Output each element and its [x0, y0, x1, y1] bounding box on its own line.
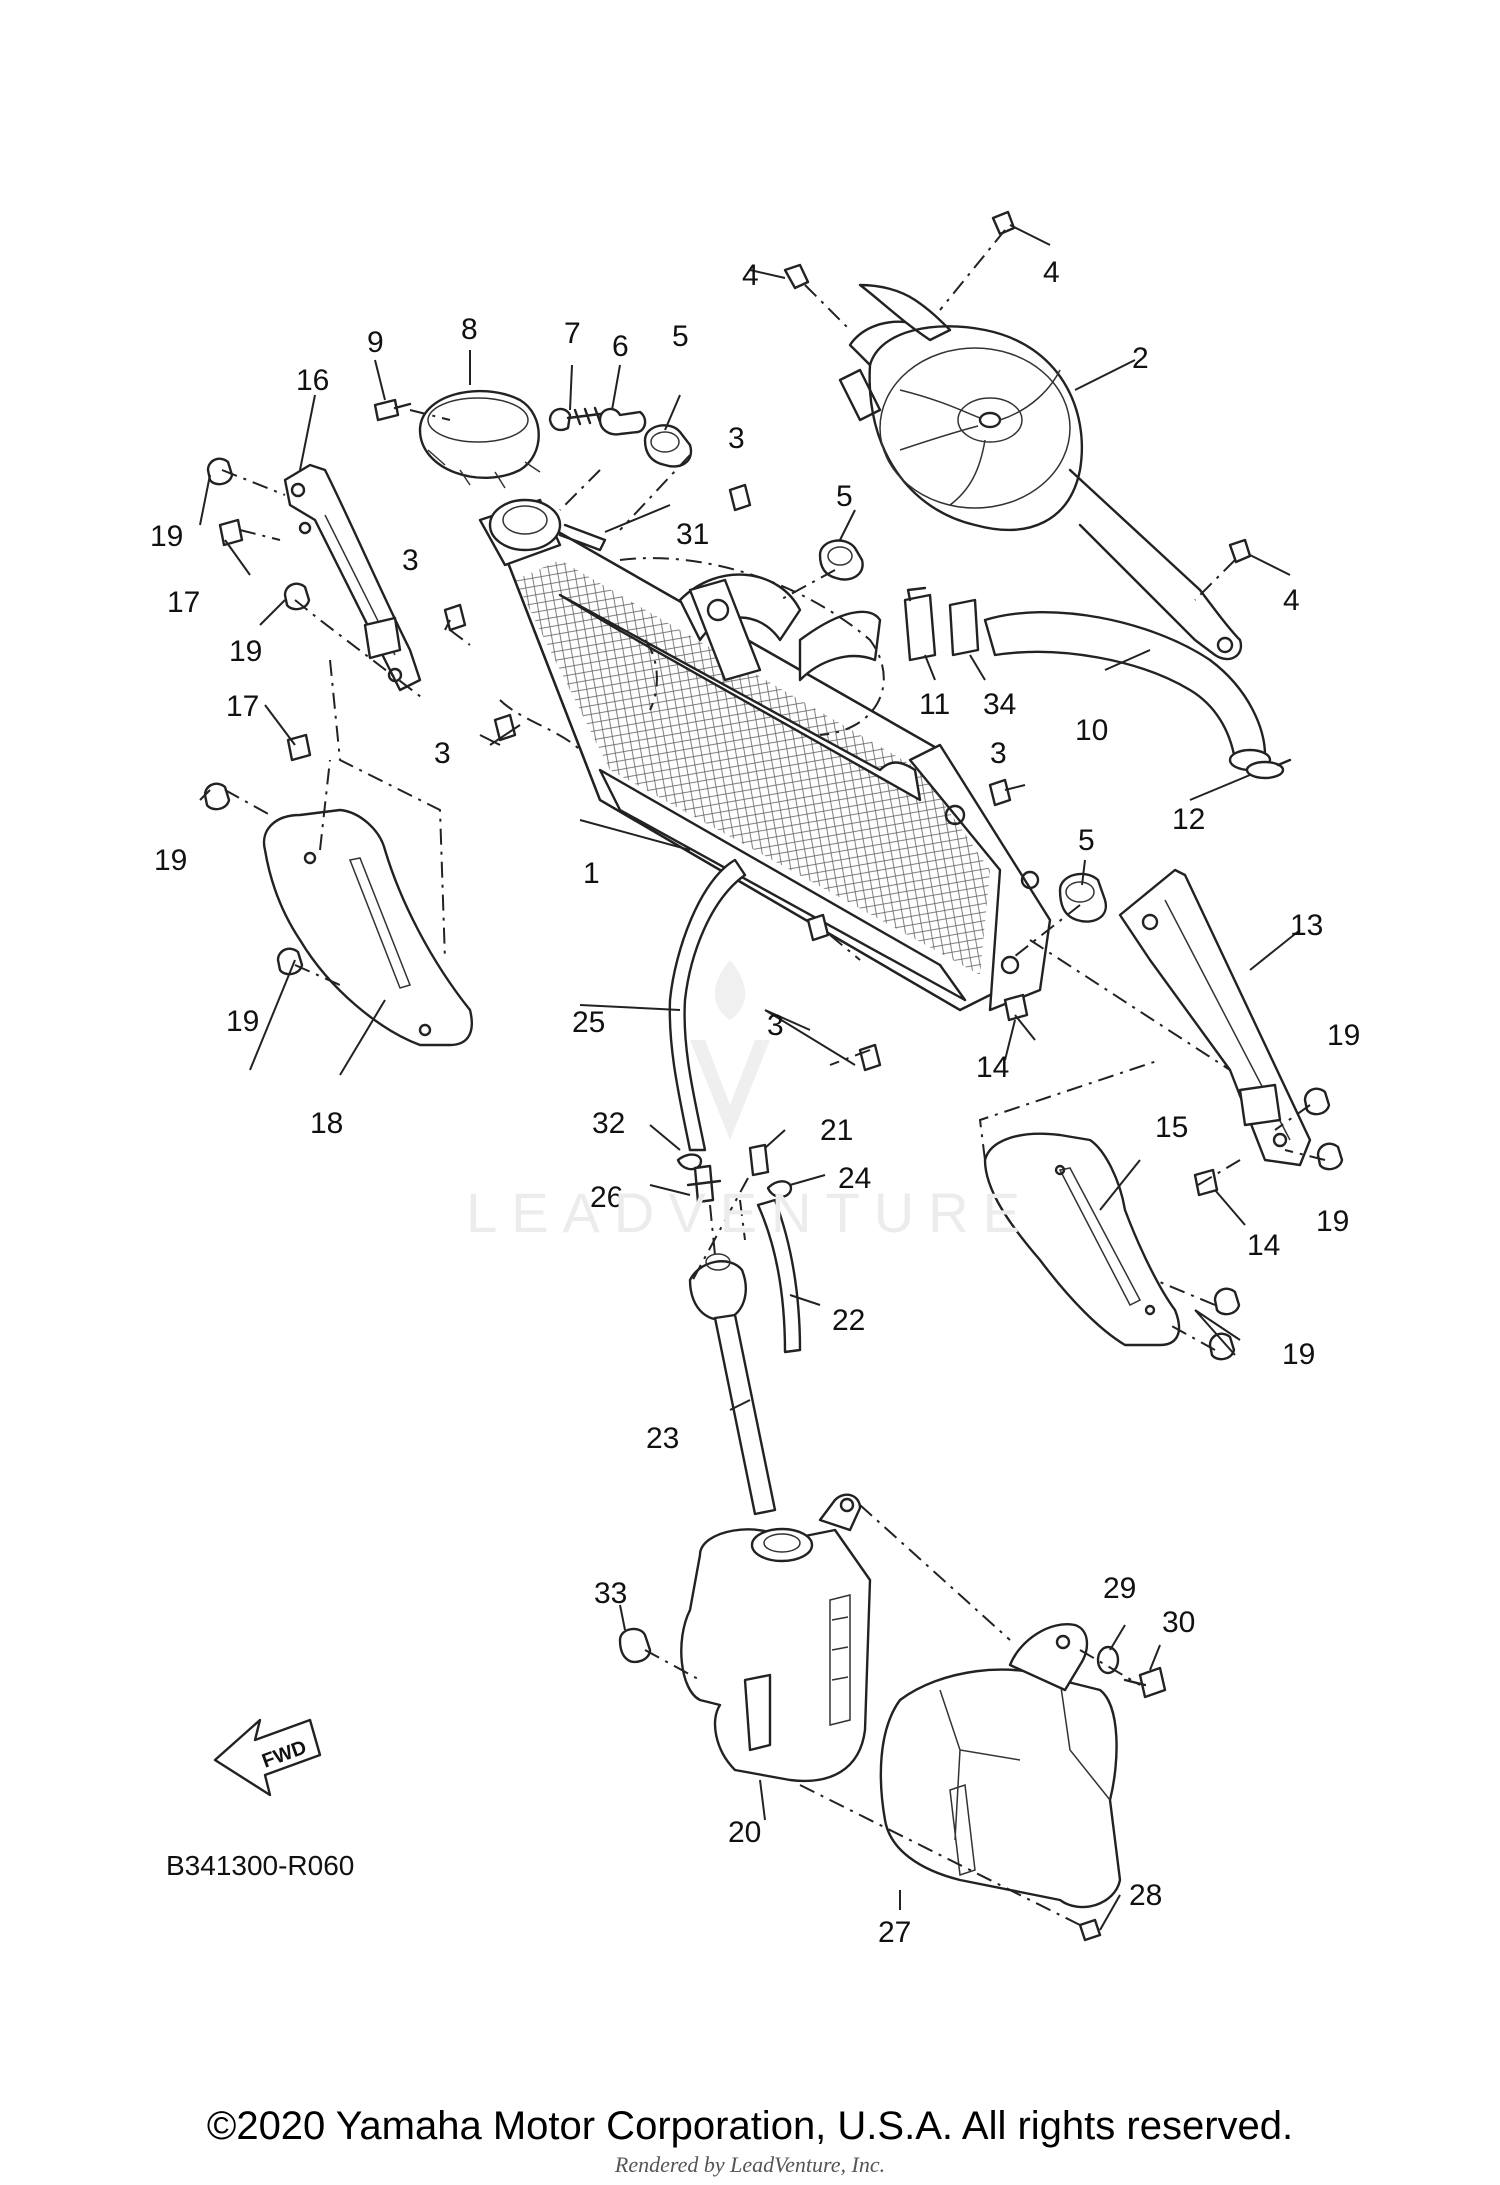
callout-19: 19 [1316, 1205, 1349, 1238]
callout-4: 4 [1043, 256, 1060, 289]
callout-7: 7 [564, 317, 581, 350]
fwd-arrow-icon: FWD [213, 1718, 322, 1797]
clip-24 [766, 1180, 793, 1199]
callout-6: 6 [612, 330, 629, 363]
callout-28: 28 [1129, 1879, 1162, 1912]
callout-19: 19 [154, 844, 187, 877]
grommet-5-mid [818, 539, 864, 581]
callout-9: 9 [367, 326, 384, 359]
hose-25 [668, 858, 747, 1152]
grommet-5-top [643, 424, 693, 468]
bracket-16 [283, 463, 422, 692]
callout-31: 31 [676, 518, 709, 551]
collar-33 [618, 1627, 652, 1664]
callout-17: 17 [226, 690, 259, 723]
reservoir-tank [680, 1493, 872, 1783]
callout-5: 5 [836, 480, 853, 513]
callout-29: 29 [1103, 1572, 1136, 1605]
callout-23: 23 [646, 1422, 679, 1455]
callout-34: 34 [983, 688, 1016, 721]
radiator [478, 498, 1052, 1012]
clips [218, 483, 1219, 1197]
callout-3: 3 [767, 1009, 784, 1042]
cover-15 [983, 1132, 1181, 1347]
callout-32: 32 [592, 1107, 625, 1140]
callout-4: 4 [1283, 584, 1300, 617]
callout-3: 3 [402, 544, 419, 577]
cover-18 [262, 808, 473, 1047]
callout-17: 17 [167, 586, 200, 619]
callout-26: 26 [590, 1181, 623, 1214]
callout-27: 27 [878, 1916, 911, 1949]
callout-16: 16 [296, 364, 329, 397]
callout-3: 3 [434, 737, 451, 770]
clamp-11 [903, 586, 937, 662]
callout-2: 2 [1132, 342, 1149, 375]
callout-18: 18 [310, 1107, 343, 1140]
bolt-30 [1123, 1666, 1167, 1699]
callout-24: 24 [838, 1162, 871, 1195]
hose-23 [713, 1313, 777, 1516]
leader-lines [199, 224, 1301, 1931]
callout-21: 21 [820, 1114, 853, 1147]
valve-26-body [688, 1253, 747, 1321]
callout-5: 5 [1078, 824, 1095, 857]
callout-10: 10 [1075, 714, 1108, 747]
hose-10 [983, 610, 1272, 772]
clip-32 [676, 1153, 703, 1171]
radiator-cap [418, 389, 541, 489]
diagram-code: B341300-R060 [166, 1850, 355, 1881]
bolt-9 [373, 398, 412, 422]
clamp-12 [1245, 758, 1292, 780]
callout-14: 14 [976, 1051, 1009, 1084]
screw-28 [1078, 1918, 1102, 1942]
callout-3: 3 [990, 737, 1007, 770]
callout-33: 33 [594, 1577, 627, 1610]
fan-shroud [838, 283, 1243, 661]
callout-30: 30 [1162, 1606, 1195, 1639]
collar-6 [598, 407, 647, 436]
clamp-34 [948, 598, 980, 657]
rendered-by-credit: Rendered by LeadVenture, Inc. [614, 2152, 886, 2177]
watermark-text: LEADVENTURE [466, 1181, 1034, 1244]
pipe-21 [748, 1143, 770, 1177]
callout-12: 12 [1172, 803, 1205, 836]
callout-25: 25 [572, 1006, 605, 1039]
callout-19: 19 [1282, 1338, 1315, 1371]
callout-19: 19 [226, 1005, 259, 1038]
assembly-lines [221, 229, 1326, 1926]
callout-labels: 1 2 3 3 3 3 3 4 4 4 5 5 5 6 7 8 9 10 11 … [150, 256, 1360, 1949]
callout-5: 5 [672, 320, 689, 353]
washer-29 [1096, 1645, 1120, 1675]
fastener-bolts [203, 210, 1344, 1361]
bracket-13 [1118, 868, 1312, 1167]
joint-26 [686, 1164, 722, 1204]
copyright-notice: ©2020 Yamaha Motor Corporation, U.S.A. A… [206, 2104, 1294, 2148]
callout-19: 19 [1327, 1019, 1360, 1052]
callout-19: 19 [150, 520, 183, 553]
callout-3: 3 [728, 422, 745, 455]
callout-19: 19 [229, 635, 262, 668]
hose-22 [756, 1198, 802, 1354]
callout-14: 14 [1247, 1229, 1280, 1262]
callout-20: 20 [728, 1816, 761, 1849]
callout-1: 1 [583, 857, 600, 890]
callout-15: 15 [1155, 1111, 1188, 1144]
grommet-5-right [1058, 872, 1108, 923]
tank-cover [879, 1623, 1122, 1909]
callout-13: 13 [1290, 909, 1323, 942]
watermark-logo [690, 960, 770, 1140]
bolt-7 [548, 406, 610, 432]
callout-22: 22 [832, 1304, 865, 1337]
callout-11: 11 [919, 688, 950, 721]
callout-4: 4 [742, 259, 759, 292]
callout-8: 8 [461, 313, 478, 346]
